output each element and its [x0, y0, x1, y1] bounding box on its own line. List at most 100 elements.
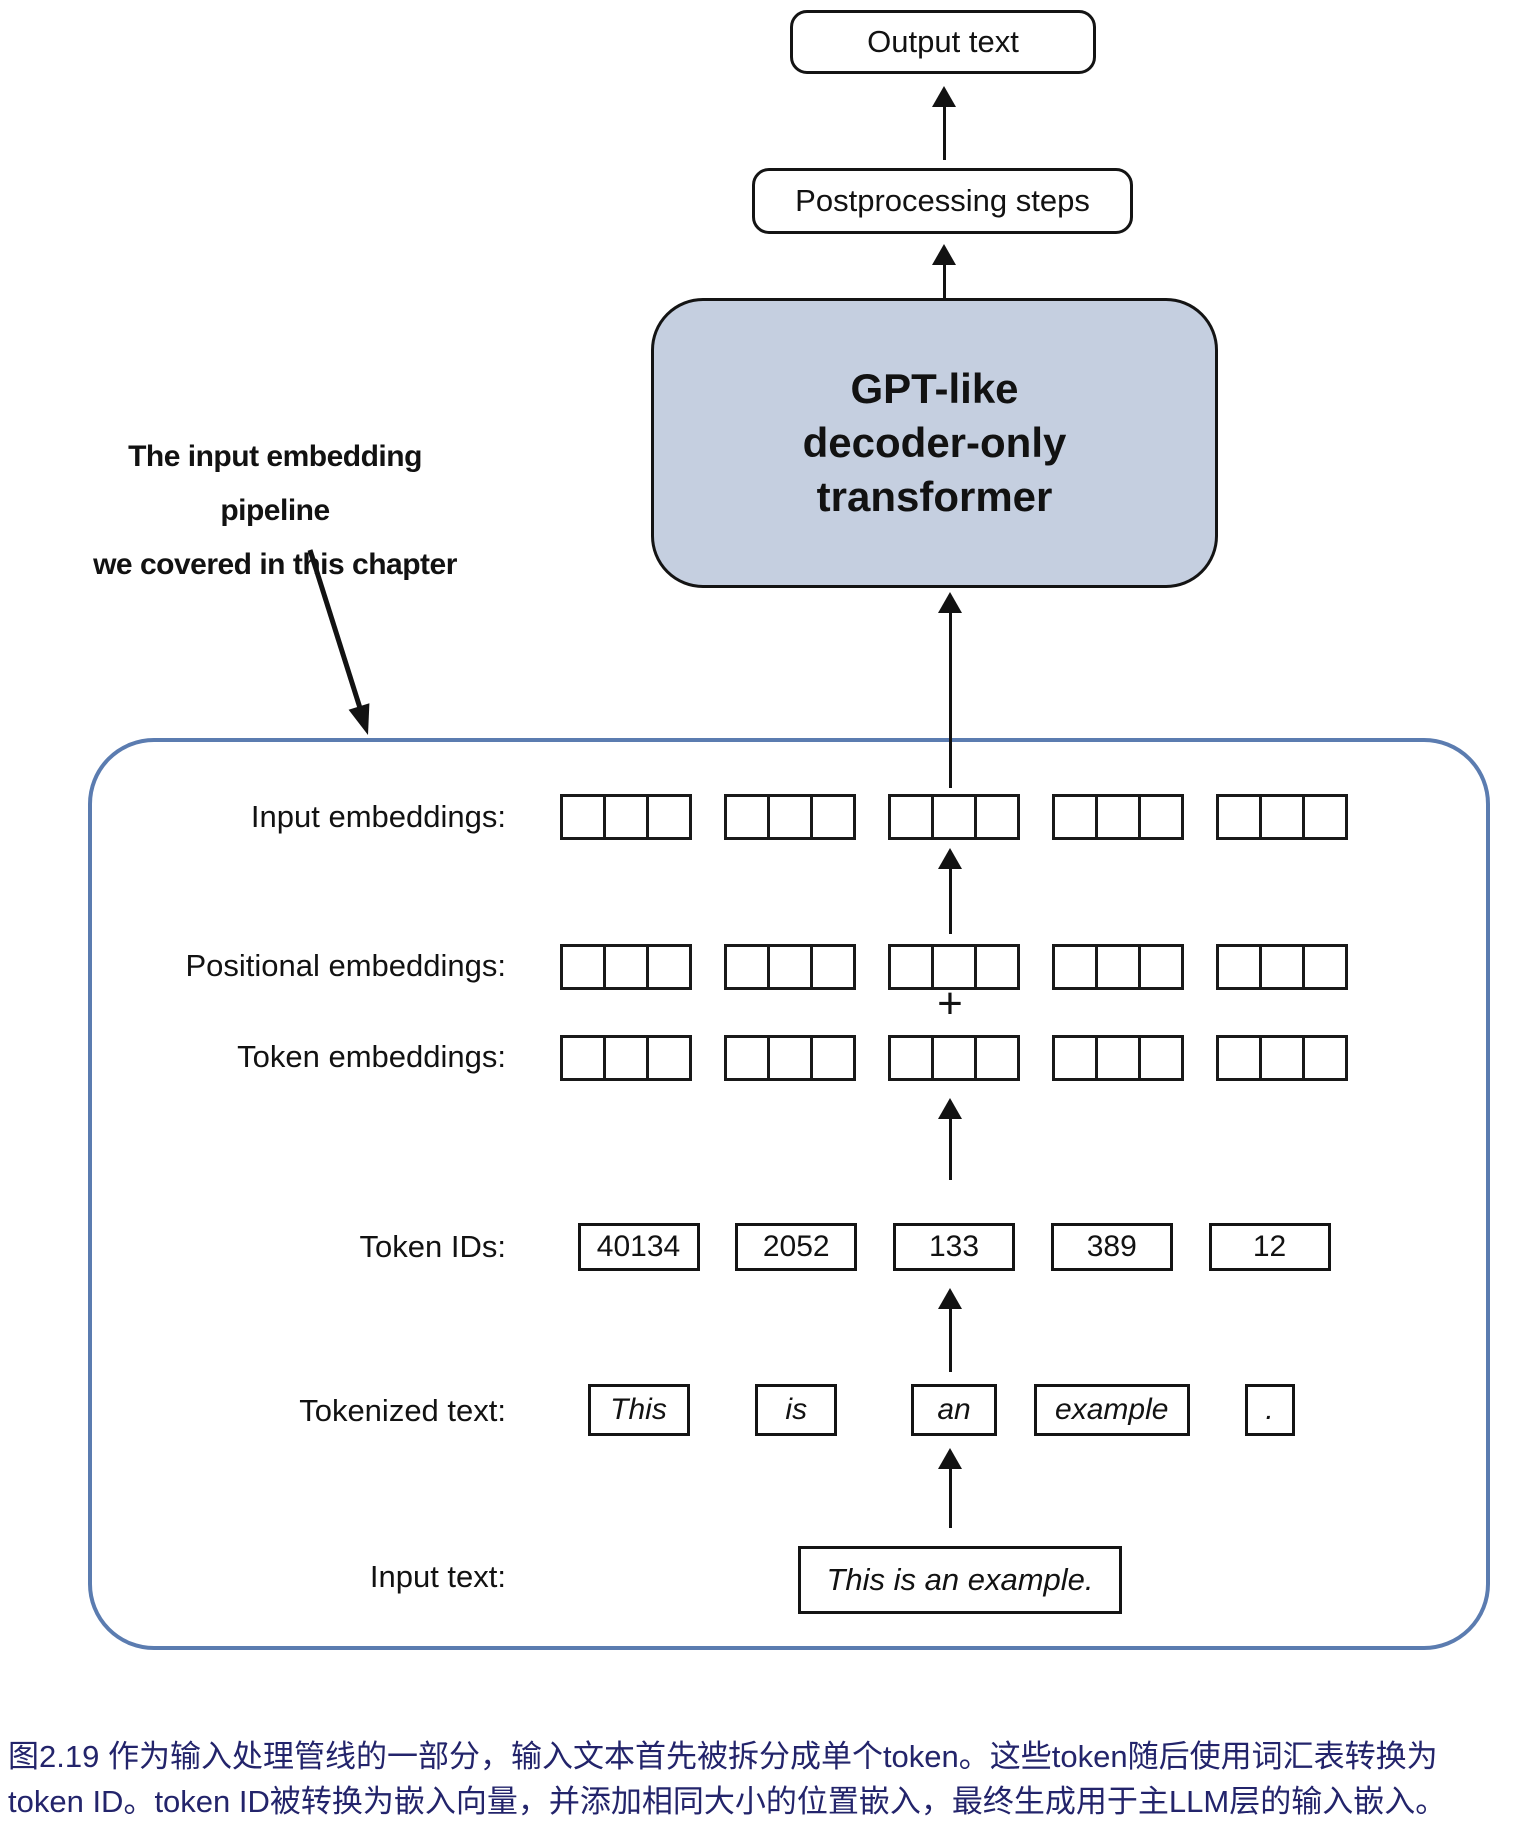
token-id-box: 389: [1050, 1223, 1173, 1271]
gpt-box-line1: GPT-like: [850, 365, 1019, 412]
token-box: example: [1033, 1384, 1190, 1436]
embedding-pipeline-container: [88, 738, 1490, 1650]
arrow-shaft: [948, 1302, 952, 1372]
embedding-cell: [1259, 794, 1305, 840]
embedding-cell: [888, 1035, 934, 1081]
embedding-cell: [1095, 944, 1141, 990]
tokenized-text-row: This is an example .: [560, 1384, 1348, 1436]
annotation-line1: The input embedding pipeline: [128, 440, 422, 527]
arrowhead-icon: [938, 592, 962, 613]
token-id-slot: 389: [1033, 1223, 1190, 1271]
arrow-up-to-output-icon: [931, 86, 957, 160]
embedding-vector: [888, 944, 1020, 990]
label-input-embeddings: Input embeddings:: [250, 799, 506, 834]
token-embeddings-row: [560, 1035, 1348, 1081]
embedding-cell: [724, 794, 770, 840]
embedding-cell: [1216, 1035, 1262, 1081]
output-text-label: Output text: [867, 24, 1019, 59]
arrow-up-to-postprocessing-icon: [931, 244, 957, 308]
plus-sign: +: [937, 979, 963, 1028]
annotation-line2: we covered in this chapter: [93, 548, 457, 581]
output-text-box: Output text: [790, 10, 1096, 74]
embedding-cell: [646, 944, 692, 990]
label-token-ids: Token IDs:: [359, 1229, 506, 1264]
arrow-shaft: [948, 1112, 952, 1180]
embedding-cell: [974, 794, 1020, 840]
embedding-cell: [1259, 1035, 1305, 1081]
arrowhead-icon: [938, 1288, 962, 1309]
embedding-vector: [560, 944, 692, 990]
embedding-cell: [931, 1035, 977, 1081]
embedding-cell: [1302, 944, 1348, 990]
embedding-cell: [810, 1035, 856, 1081]
positional-embeddings-row: [560, 944, 1348, 990]
embedding-vector: [560, 794, 692, 840]
label-positional-embeddings: Positional embeddings:: [185, 948, 506, 983]
embedding-cell: [646, 1035, 692, 1081]
embedding-cell: [974, 944, 1020, 990]
arrowhead-icon: [938, 1448, 962, 1469]
embedding-cell: [1095, 794, 1141, 840]
embedding-cell: [931, 794, 977, 840]
token-id-box: 12: [1208, 1223, 1331, 1271]
annotation-text: The input embedding pipeline we covered …: [80, 430, 470, 592]
token-id-slot: 40134: [560, 1223, 717, 1271]
embedding-vector: [1216, 1035, 1348, 1081]
input-text-box: This is an example.: [798, 1546, 1122, 1614]
annotation-pointer-arrow-icon: [307, 549, 370, 735]
embedding-cell: [560, 944, 606, 990]
embedding-cell: [1095, 1035, 1141, 1081]
embedding-vector: [1216, 794, 1348, 840]
embedding-vector: [1052, 1035, 1184, 1081]
arrow-shaft: [948, 606, 952, 788]
token-id-box: 2052: [735, 1223, 858, 1271]
caption-line1: 图2.19 作为输入处理管线的一部分，输入文本首先被拆分成单个token。这些t…: [8, 1739, 1438, 1774]
embedding-cell: [1052, 944, 1098, 990]
arrowhead-icon: [932, 86, 956, 107]
arrowhead-icon: [932, 244, 956, 265]
arrow-shaft: [942, 100, 946, 160]
embedding-cell: [603, 1035, 649, 1081]
token-box: .: [1244, 1384, 1295, 1436]
embedding-cell: [1052, 1035, 1098, 1081]
token-id-slot: 12: [1191, 1223, 1348, 1271]
token-id-box: 133: [893, 1223, 1015, 1271]
embedding-cell: [603, 944, 649, 990]
token-id-box: 40134: [577, 1223, 700, 1271]
embedding-cell: [724, 944, 770, 990]
arrow-embeddings-to-gpt-icon: [937, 592, 963, 788]
arrow-to-tokenized-text-icon: [937, 1448, 963, 1528]
arrow-to-token-embeddings-icon: [937, 1098, 963, 1180]
embedding-vector: [724, 944, 856, 990]
embedding-cell: [810, 944, 856, 990]
token-id-slot: 133: [876, 1223, 1033, 1271]
token-slot: example: [1033, 1384, 1190, 1436]
embedding-cell: [603, 794, 649, 840]
embedding-cell: [1052, 794, 1098, 840]
gpt-box-line2: decoder-only: [802, 419, 1067, 466]
embedding-vector: [724, 1035, 856, 1081]
figure-caption: 图2.19 作为输入处理管线的一部分，输入文本首先被拆分成单个token。这些t…: [8, 1734, 1510, 1822]
embedding-cell: [1216, 944, 1262, 990]
embedding-cell: [767, 1035, 813, 1081]
embedding-cell: [767, 944, 813, 990]
embedding-cell: [974, 1035, 1020, 1081]
token-slot: is: [718, 1384, 875, 1436]
token-box: an: [911, 1384, 997, 1436]
embedding-cell: [767, 794, 813, 840]
arrow-shaft: [942, 258, 946, 308]
token-slot: an: [876, 1384, 1033, 1436]
embedding-cell: [1138, 944, 1184, 990]
embedding-vector: [1216, 944, 1348, 990]
embedding-cell: [1216, 794, 1262, 840]
arrow-shaft: [948, 1462, 952, 1528]
postprocessing-steps-box: Postprocessing steps: [752, 168, 1133, 234]
postprocessing-label: Postprocessing steps: [795, 183, 1090, 218]
embedding-cell: [1138, 1035, 1184, 1081]
arrow-to-token-ids-icon: [937, 1288, 963, 1372]
gpt-decoder-box: GPT-like decoder-only transformer: [651, 298, 1218, 588]
embedding-cell: [560, 1035, 606, 1081]
embedding-vector: [560, 1035, 692, 1081]
embedding-cell: [1138, 794, 1184, 840]
